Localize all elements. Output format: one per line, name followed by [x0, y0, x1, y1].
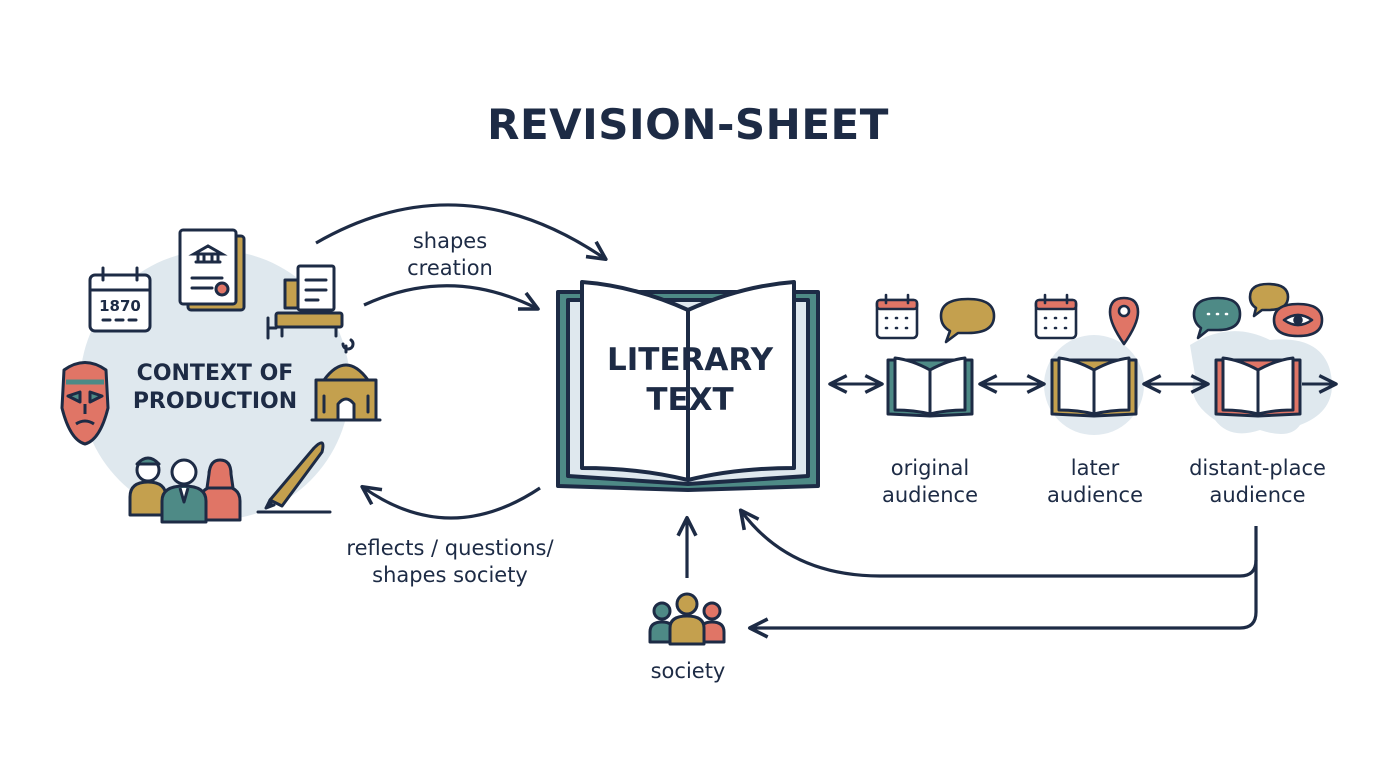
- context-label-line-2: PRODUCTION: [132, 389, 298, 414]
- later-calendar-icon: [1034, 293, 1078, 340]
- later-audience-label: later audience: [1015, 455, 1175, 509]
- audience-to-society-arrow: [747, 560, 1258, 639]
- original-speech-bubble-icon: [939, 297, 996, 344]
- distant-place-audience-book-icon: [1214, 356, 1302, 418]
- later-audience-line-2: audience: [1046, 483, 1144, 507]
- original-calendar-icon: [875, 293, 919, 340]
- distant-speech-bubble-icon: [1192, 296, 1242, 340]
- quill-pen-icon: [256, 441, 332, 514]
- original-audience-book-icon: [886, 356, 974, 418]
- reflects-label-line-2: shapes society: [372, 563, 528, 587]
- page-title: REVISION-SHEET: [487, 100, 889, 149]
- context-label-line-1: CONTEXT OF: [136, 361, 294, 386]
- distant-audience-line-1: distant-place: [1189, 456, 1326, 480]
- printing-press-icon: [266, 264, 344, 340]
- audience-to-text-arrow: [738, 508, 1258, 578]
- distant-place-audience-label: distant-place audience: [1170, 455, 1345, 509]
- eye-bubble-icon: [1272, 302, 1324, 338]
- later-audience-book-icon: [1050, 356, 1138, 418]
- distant-audience-line-2: audience: [1209, 483, 1306, 507]
- shapes-label-line-1: shapes: [412, 229, 488, 253]
- later-audience-line-1: later: [1070, 456, 1120, 480]
- calendar-year-text: 1870: [99, 297, 141, 315]
- society-label: society: [650, 659, 726, 683]
- context-of-production-label: CONTEXT OF PRODUCTION: [110, 360, 320, 416]
- location-pin-icon: [1108, 296, 1140, 346]
- calendar-icon: [88, 266, 152, 333]
- literary-text-book: [556, 280, 820, 492]
- reflects-label-line-1: reflects / questions/: [346, 536, 554, 560]
- literary-label-line-2: TEXT: [646, 382, 734, 418]
- mosque-building-icon: [310, 338, 382, 422]
- reflects-society-arrow: [360, 484, 541, 520]
- original-audience-label: original audience: [850, 455, 1010, 509]
- society-people-icon: [648, 592, 726, 646]
- original-audience-line-1: original: [890, 456, 970, 480]
- theatre-mask-icon: [60, 361, 110, 446]
- shapes-creation-label: shapes creation: [360, 228, 540, 282]
- literary-text-label: LITERARY TEXT: [585, 340, 795, 420]
- reflects-society-label: reflects / questions/ shapes society: [320, 535, 580, 589]
- people-group-icon: [128, 456, 242, 524]
- certificate-document-icon: [178, 228, 246, 312]
- shapes-creation-arrow-upper: [315, 203, 608, 262]
- literary-label-line-1: LITERARY: [606, 342, 774, 378]
- shapes-label-line-2: creation: [407, 256, 493, 280]
- shapes-creation-arrow-lower: [363, 284, 540, 311]
- original-audience-line-2: audience: [881, 483, 979, 507]
